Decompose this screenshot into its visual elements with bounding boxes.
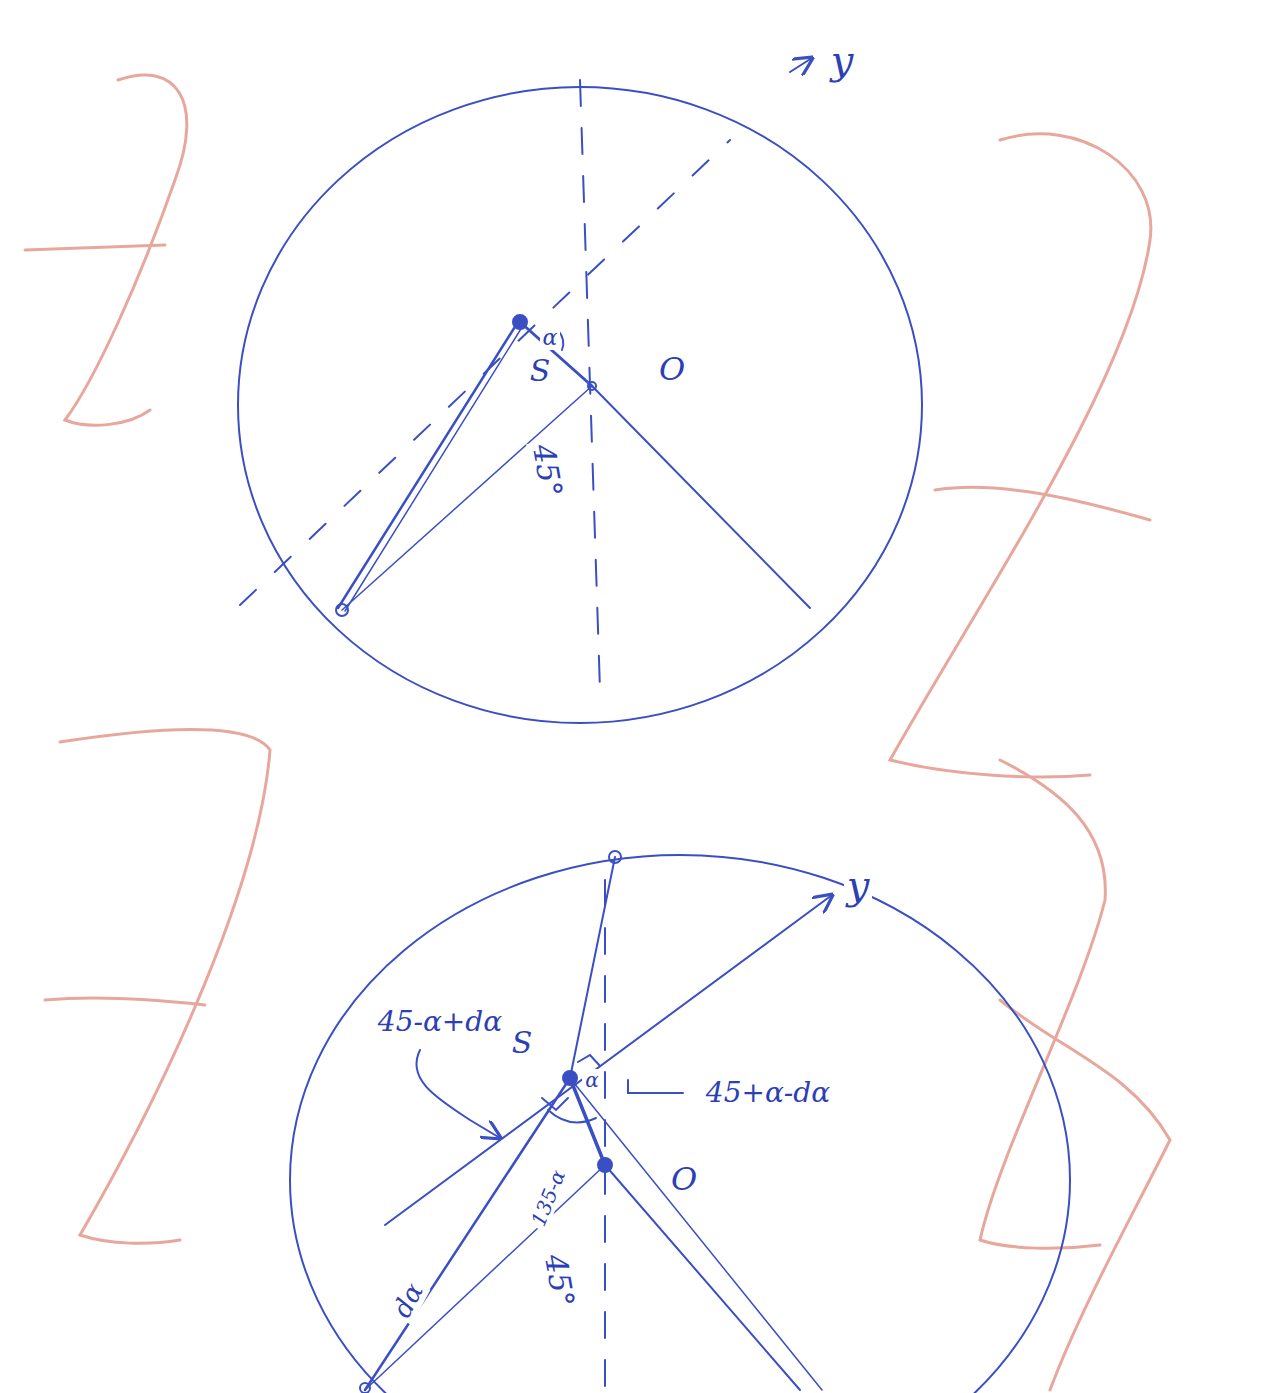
axis-label: y — [844, 863, 873, 907]
segment — [365, 1078, 570, 1390]
point-label: S — [527, 354, 554, 387]
segment — [345, 324, 524, 611]
point — [609, 851, 621, 863]
angle-label: 45° — [527, 438, 570, 502]
point-label: O — [668, 1162, 700, 1197]
segment — [570, 857, 615, 1078]
segment — [342, 386, 592, 610]
point — [360, 1383, 370, 1393]
angle-label: 45+α-dα — [703, 1078, 833, 1109]
segment — [365, 1165, 605, 1390]
lower-figure — [290, 851, 1070, 1393]
y-axis — [385, 895, 832, 1225]
red-scribble — [980, 760, 1105, 1248]
point-label: O — [656, 352, 688, 387]
red-scribbles — [25, 75, 1170, 1390]
axis-label: y — [828, 38, 857, 82]
angle-label: 135-α — [526, 1164, 571, 1232]
point — [598, 1158, 612, 1172]
circle — [238, 87, 922, 723]
axis-arrow — [790, 58, 812, 72]
right-angle-mark — [578, 1055, 600, 1066]
angle-arc — [548, 1110, 596, 1123]
red-scribble — [890, 134, 1151, 777]
red-scribble — [65, 75, 187, 425]
angle-label: dα — [386, 1276, 430, 1325]
angle-label: α — [582, 1069, 602, 1091]
circle — [290, 855, 1070, 1393]
point — [336, 604, 348, 616]
point — [513, 315, 527, 329]
red-scribble — [60, 730, 270, 1244]
right-angle-mark — [542, 1098, 568, 1110]
segment — [338, 322, 518, 608]
red-scribble — [25, 245, 165, 250]
point — [588, 382, 596, 390]
callout-arrow — [416, 1050, 500, 1138]
dashed-axis — [604, 880, 606, 1393]
angle-label: 45° — [539, 1248, 582, 1312]
segment — [592, 386, 810, 608]
point-label: S — [509, 1026, 536, 1059]
segment — [520, 322, 592, 386]
leader-line — [628, 1080, 683, 1093]
angle-label: α — [540, 326, 561, 350]
segment — [570, 1078, 822, 1390]
red-scribble — [935, 487, 1150, 520]
upper-figure — [238, 58, 922, 723]
point — [563, 1071, 577, 1085]
red-scribble — [45, 998, 205, 1005]
angle-label: 45-α+dα — [375, 1007, 505, 1038]
segment — [605, 1165, 800, 1390]
